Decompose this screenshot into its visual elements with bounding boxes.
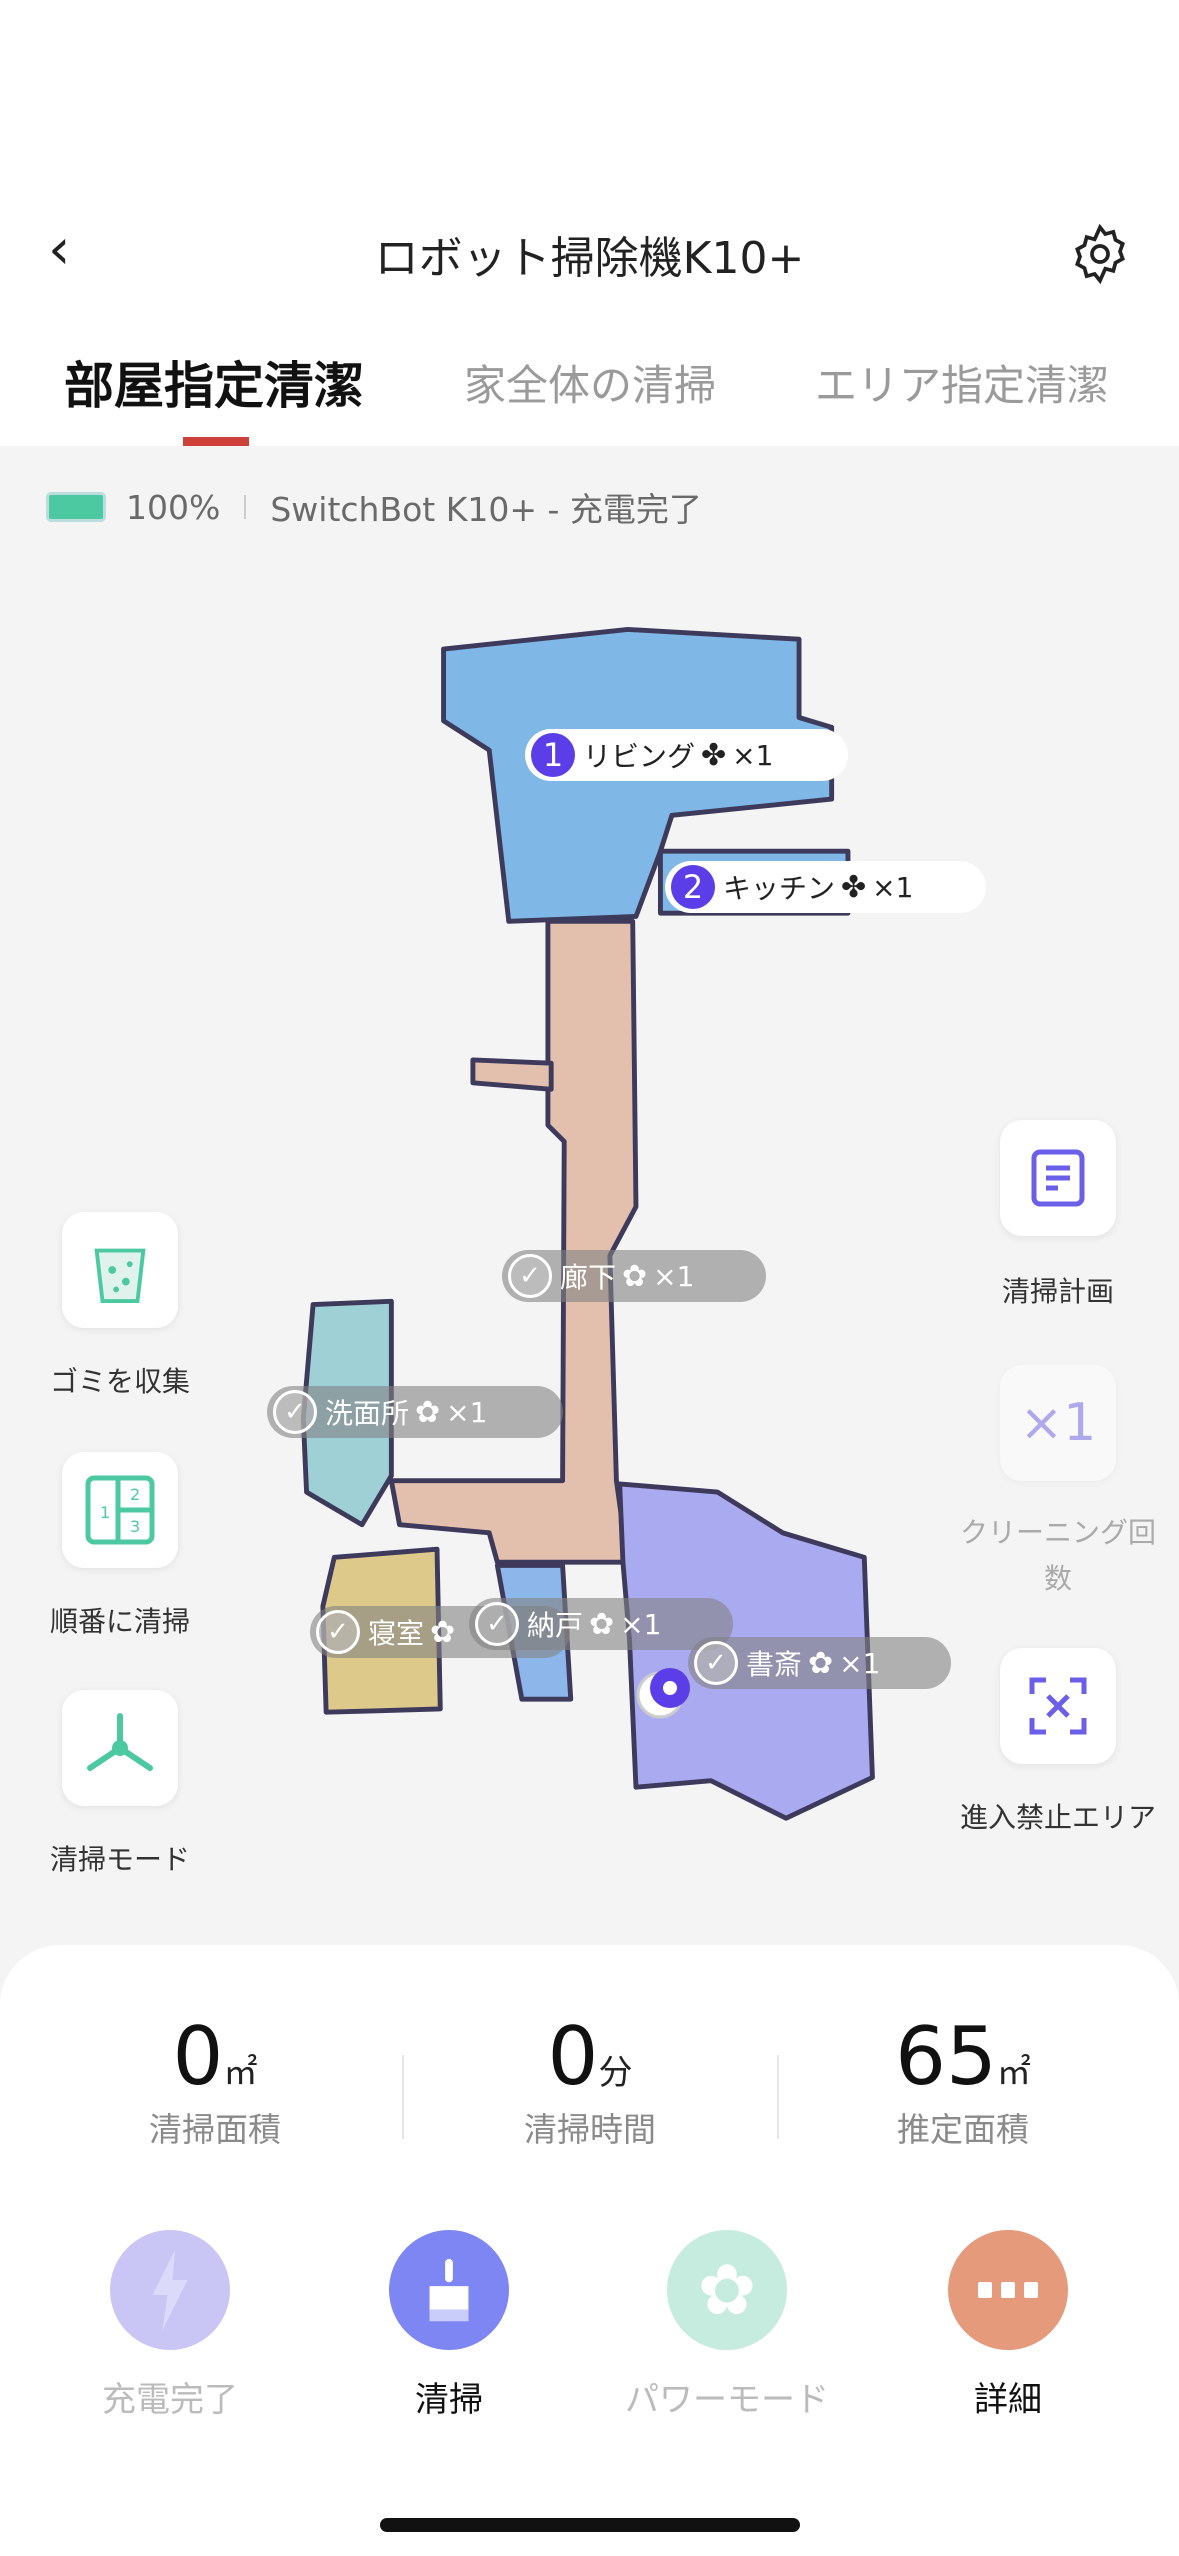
tab-room-clean[interactable]: 部屋指定清潔 <box>64 357 364 415</box>
divider <box>402 2055 404 2139</box>
suction-count: ×1 <box>839 1646 881 1680</box>
more-button[interactable] <box>948 2230 1068 2350</box>
collect-dust-button[interactable] <box>62 1212 178 1328</box>
order-badge: 1 <box>531 733 575 777</box>
status-row: 100% SwitchBot K10+ - 充電完了 <box>46 482 702 532</box>
check-icon: ✓ <box>273 1390 317 1434</box>
check-icon: ✓ <box>694 1641 738 1685</box>
sequence-clean-button[interactable]: 1 2 3 <box>62 1452 178 1568</box>
broom-icon <box>429 2258 469 2322</box>
clean-mode-label: 清掃モード <box>49 1843 190 1876</box>
lightning-icon <box>152 2250 188 2330</box>
room-label-study[interactable]: ✓書斎✿×1 <box>688 1637 951 1689</box>
stat-clean-time: 0分清掃時間 <box>524 2010 656 2149</box>
room-label-hallway[interactable]: ✓廊下✿×1 <box>502 1250 766 1302</box>
fan-icon: ✿ <box>808 1645 834 1681</box>
clean-count-button[interactable]: ×1 <box>1000 1365 1116 1481</box>
power-mode-button[interactable]: ✿ <box>667 2230 787 2350</box>
room-name: 寝室 <box>368 1617 425 1650</box>
active-tab-indicator <box>183 437 249 446</box>
room-name: リビング <box>583 740 696 773</box>
no-go-zone-button[interactable] <box>1000 1648 1116 1764</box>
fan-icon: ✿ <box>415 1394 441 1430</box>
room-name: 洗面所 <box>325 1397 410 1430</box>
room-name: 書斎 <box>746 1648 803 1681</box>
suction-count: ×1 <box>446 1395 488 1429</box>
battery-level: 100% <box>126 487 221 527</box>
suction-count: ×1 <box>620 1607 662 1641</box>
collect-dust-label: ゴミを収集 <box>49 1365 190 1398</box>
room-hallway-branch <box>470 1057 554 1092</box>
sequence-clean-label: 順番に清掃 <box>49 1605 190 1638</box>
home-indicator[interactable] <box>380 2518 800 2532</box>
tab-whole-house[interactable]: 家全体の清掃 <box>464 361 717 410</box>
more-dots-icon <box>978 2282 1038 2298</box>
no-go-zone-label: 進入禁止エリア <box>959 1801 1156 1834</box>
room-name: キッチン <box>723 872 836 905</box>
no-go-icon <box>1029 1677 1087 1735</box>
clean-count-value: ×1 <box>1019 1393 1097 1453</box>
suction-count: ×1 <box>653 1259 695 1293</box>
schedule-doc-icon <box>1031 1149 1085 1207</box>
gear-icon[interactable] <box>1068 222 1132 286</box>
room-label-storage[interactable]: ✓納戸✿×1 <box>469 1598 733 1650</box>
room-label-washroom[interactable]: ✓洗面所✿×1 <box>267 1386 563 1438</box>
brush-icon <box>87 1713 153 1771</box>
divider <box>777 2055 779 2139</box>
svg-text:3: 3 <box>130 1517 140 1536</box>
fan-icon: ✤ <box>701 737 727 773</box>
room-label-kitchen[interactable]: 2 キッチン✤×1 <box>665 861 986 913</box>
suction-count: ×1 <box>732 738 774 772</box>
clean-label: 清掃 <box>415 2380 483 2420</box>
room-name: 納戸 <box>527 1609 584 1642</box>
svg-text:2: 2 <box>130 1485 140 1504</box>
fan-icon: ✿ <box>622 1258 648 1294</box>
charge-label: 充電完了 <box>102 2380 238 2420</box>
fan-icon: ✤ <box>841 869 867 905</box>
power-mode-label: パワーモード <box>625 2380 829 2420</box>
battery-icon <box>46 492 106 522</box>
check-icon: ✓ <box>316 1610 360 1654</box>
sequence-grid-icon: 1 2 3 <box>85 1475 155 1545</box>
clean-button[interactable] <box>389 2230 509 2350</box>
tab-area-clean[interactable]: エリア指定清潔 <box>815 361 1110 410</box>
status-text: SwitchBot K10+ - 充電完了 <box>270 490 702 529</box>
back-button[interactable]: ‹ <box>48 217 71 282</box>
clean-mode-button[interactable] <box>62 1690 178 1806</box>
fan-icon: ✿ <box>589 1606 615 1642</box>
check-icon: ✓ <box>475 1602 519 1646</box>
check-icon: ✓ <box>508 1254 552 1298</box>
room-name: 廊下 <box>560 1261 617 1294</box>
schedule-button[interactable] <box>1000 1120 1116 1236</box>
fan-icon: ✿ <box>697 2249 757 2331</box>
suction-count: ×1 <box>872 870 914 904</box>
order-badge: 2 <box>671 865 715 909</box>
charge-button[interactable] <box>110 2230 230 2350</box>
page-title: ロボット掃除機K10+ <box>374 233 805 284</box>
top-bar <box>0 0 1179 446</box>
fan-icon: ✿ <box>430 1614 456 1650</box>
divider <box>244 495 247 519</box>
room-hallway <box>388 918 639 1565</box>
more-label: 詳細 <box>974 2380 1042 2420</box>
svg-text:1: 1 <box>100 1503 110 1522</box>
schedule-label: 清掃計画 <box>1001 1275 1114 1308</box>
room-label-living[interactable]: 1 リビング✤×1 <box>525 729 848 781</box>
clean-count-label: クリーニング回数 <box>959 1516 1156 1595</box>
dustbin-icon <box>94 1248 146 1304</box>
